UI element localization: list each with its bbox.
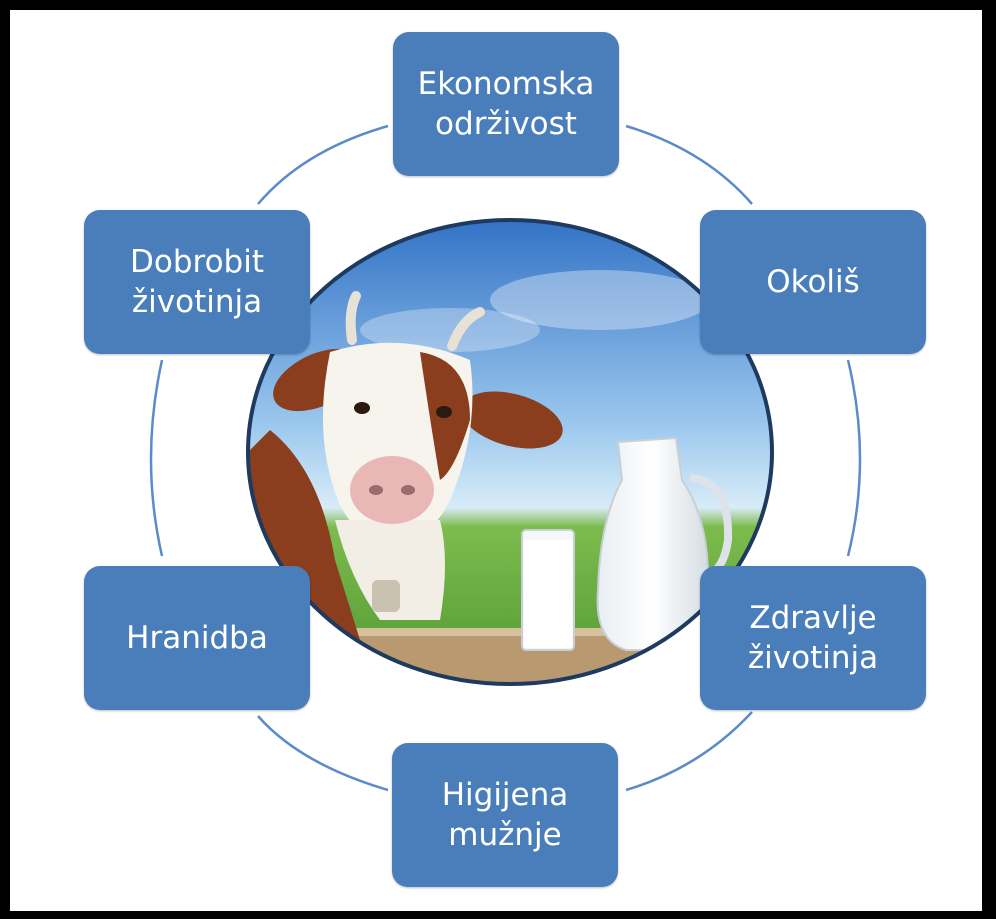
arc-bottom-left xyxy=(257,715,389,792)
arc-bottom-right xyxy=(625,711,753,792)
node-zdravlje-zivotinja: Zdravlje životinja xyxy=(700,566,926,710)
node-higijena-muznje: Higijena mužnje xyxy=(392,743,618,887)
node-hranidba: Hranidba xyxy=(84,566,310,710)
node-ekonomska-odrzivost: Ekonomska održivost xyxy=(393,32,619,176)
ring-arcs xyxy=(149,124,862,792)
node-dobrobit-zivotinja: Dobrobit životinja xyxy=(84,210,310,354)
center-image xyxy=(246,218,774,686)
arc-top-left xyxy=(257,124,389,205)
node-okolis: Okoliš xyxy=(700,210,926,354)
cow-muzzle xyxy=(350,456,434,524)
arc-right xyxy=(846,359,862,557)
arc-top-right xyxy=(625,124,753,205)
center-oval-border xyxy=(246,218,774,686)
arc-left xyxy=(149,359,164,557)
cow-ear-right xyxy=(461,391,563,449)
